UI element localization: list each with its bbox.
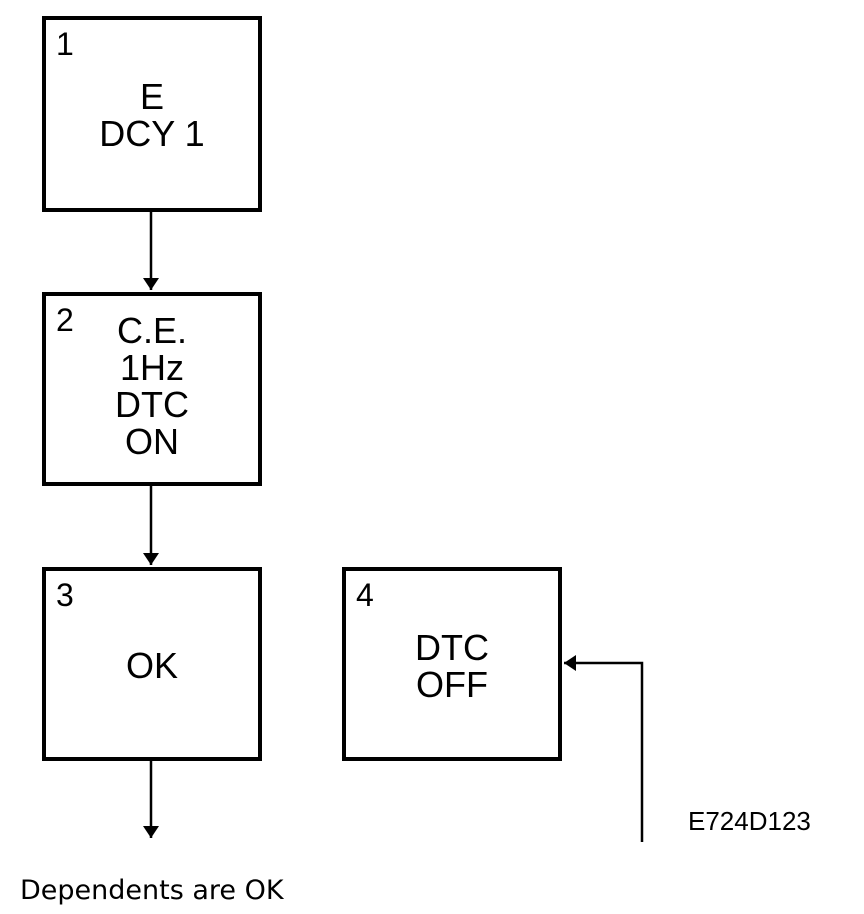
flow-box-4: 4 DTC OFF bbox=[342, 567, 562, 761]
figure-id: E724D123 bbox=[688, 806, 811, 836]
box-number: 2 bbox=[56, 302, 74, 338]
box-label: E DCY 1 bbox=[46, 78, 258, 152]
box-label-line: OFF bbox=[416, 664, 488, 705]
arrow-into-4 bbox=[564, 655, 644, 842]
box-label-line: ON bbox=[125, 421, 179, 462]
box-label-line: DTC bbox=[415, 627, 489, 668]
box-label-line: DCY 1 bbox=[99, 113, 205, 154]
box-label-line: OK bbox=[125, 645, 178, 686]
box-label-line: E bbox=[139, 76, 164, 117]
flow-box-2: 2 C.E. 1Hz DTC ON bbox=[42, 292, 262, 486]
box-label-line: 1Hz bbox=[119, 347, 185, 388]
footer-note: Dependents are OK bbox=[20, 875, 284, 906]
box-label: C.E. 1Hz DTC ON bbox=[46, 312, 258, 460]
box-label-line: DTC bbox=[115, 384, 189, 425]
box-number: 3 bbox=[56, 577, 74, 613]
box-number: 1 bbox=[56, 26, 74, 62]
box-number: 4 bbox=[356, 577, 374, 613]
box-label-line: C.E. bbox=[116, 310, 187, 351]
box-label: DTC OFF bbox=[346, 629, 558, 703]
flow-box-1: 1 E DCY 1 bbox=[42, 16, 262, 212]
flow-box-3: 3 OK bbox=[42, 567, 262, 761]
box-label: OK bbox=[46, 647, 258, 684]
